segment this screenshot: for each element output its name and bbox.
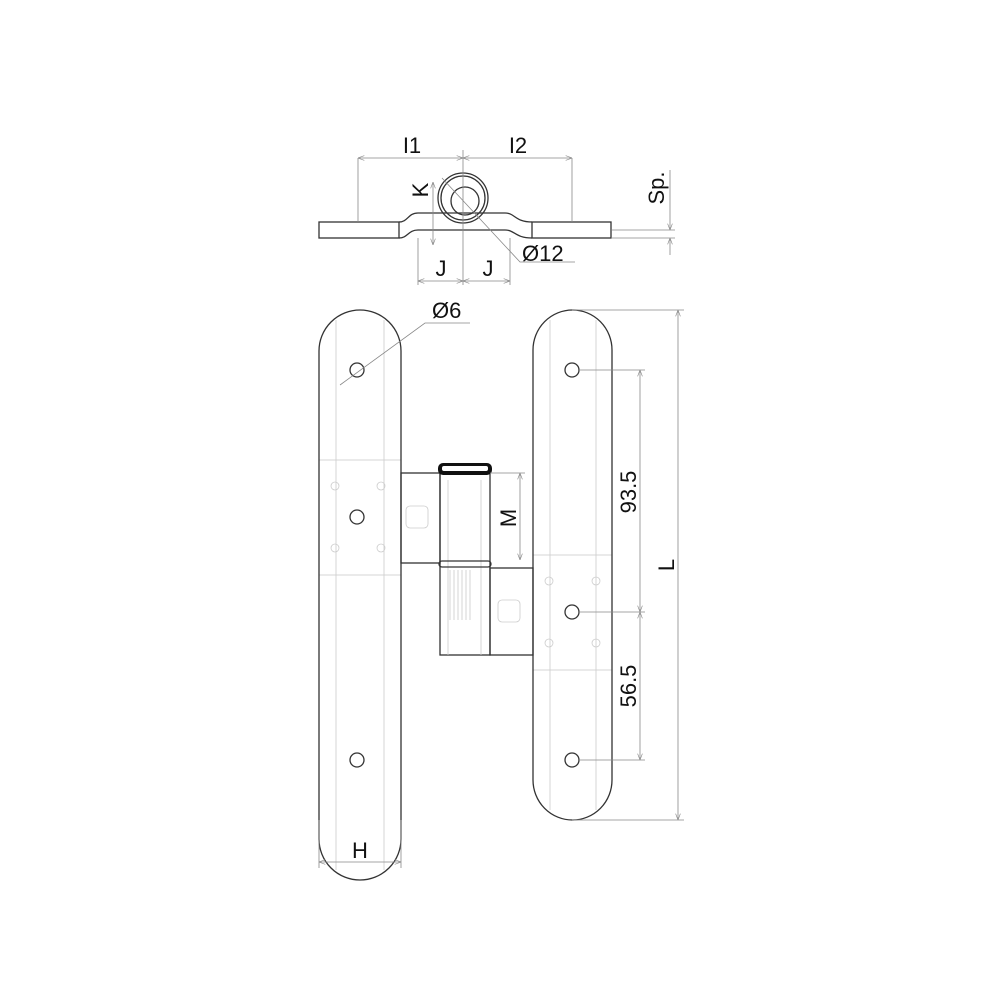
label-56-5: 56.5 xyxy=(616,665,641,708)
label-h: H xyxy=(352,838,368,863)
left-leaf-section xyxy=(318,221,400,239)
knuckle-ring xyxy=(438,560,492,568)
leader-diameter-12 xyxy=(441,177,575,263)
screw-hole xyxy=(564,604,580,620)
label-sp: Sp. xyxy=(644,171,669,204)
rivets xyxy=(330,481,601,648)
label-93-5: 93.5 xyxy=(616,471,641,514)
pin-circle xyxy=(450,186,480,216)
label-diameter-12: Ø12 xyxy=(522,241,564,266)
left-leaf xyxy=(318,309,402,881)
screw-hole xyxy=(349,509,365,525)
screw-hole xyxy=(349,362,365,378)
label-l1: I1 xyxy=(403,133,421,158)
front-view: M Ø6 93.5 56.5 L H xyxy=(318,298,684,881)
knurling xyxy=(449,570,471,620)
label-j-left: J xyxy=(436,256,447,281)
screw-hole xyxy=(564,752,580,768)
right-leaf-section xyxy=(531,221,612,239)
right-flap xyxy=(489,567,534,656)
right-leaf xyxy=(532,309,613,821)
label-diameter-6: Ø6 xyxy=(432,298,461,323)
label-l2: I2 xyxy=(509,133,527,158)
screw-hole xyxy=(564,362,580,378)
label-l: L xyxy=(654,559,679,571)
knuckle-body xyxy=(439,472,491,656)
label-k: K xyxy=(408,182,433,197)
screw-hole xyxy=(349,752,365,768)
label-j-right: J xyxy=(483,256,494,281)
top-view: I1 I2 K J J Ø12 Sp. xyxy=(318,133,675,285)
label-m: M xyxy=(496,509,521,527)
leader-diameter-6 xyxy=(339,322,470,386)
strap-bend xyxy=(398,212,533,239)
left-flap xyxy=(400,472,441,564)
